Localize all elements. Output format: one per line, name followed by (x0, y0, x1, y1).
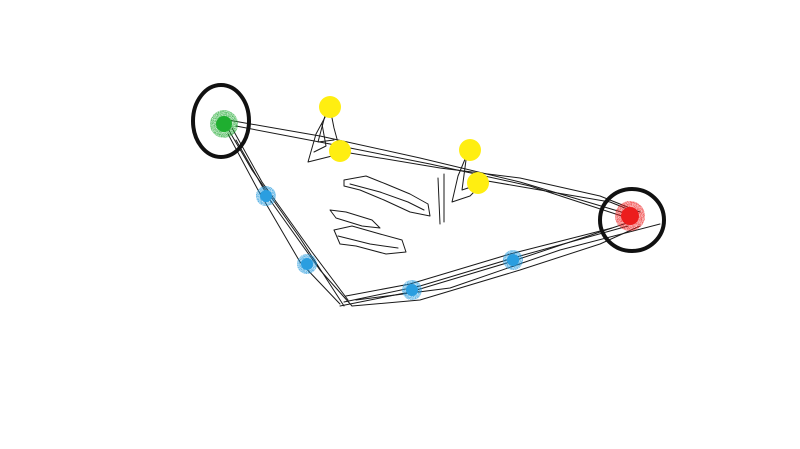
bottom-edge-stroke (351, 225, 641, 307)
yellow-waypoints (319, 96, 489, 194)
inner-scribble (329, 209, 381, 229)
top-edge-stroke (227, 119, 629, 215)
inner-scribble (437, 177, 441, 225)
inner-scribble (349, 183, 425, 211)
inner-scribble (337, 235, 399, 249)
blue-waypoint (507, 254, 519, 266)
left-edge-stroke (235, 139, 353, 307)
bottom-edge-stroke (343, 225, 629, 303)
top-edge-stroke (331, 149, 641, 213)
inner-scribble (313, 123, 327, 153)
left-edge-stroke (231, 127, 349, 301)
yellow-waypoint (459, 139, 481, 161)
blue-waypoint (260, 190, 272, 202)
start-marker (191, 83, 251, 159)
yellow-waypoint (329, 140, 351, 162)
triangle-outline (223, 107, 661, 307)
inner-scribble (333, 225, 407, 255)
inner-scribble (317, 111, 335, 143)
red-spray-core (621, 207, 639, 225)
blue-waypoint (406, 284, 418, 296)
yellow-waypoint (467, 172, 489, 194)
blue-waypoints (256, 186, 523, 300)
end-ring (598, 187, 666, 253)
green-spray-core (216, 116, 232, 132)
bottom-edge-stroke (345, 227, 613, 297)
yellow-waypoint (319, 96, 341, 118)
blue-waypoint (301, 258, 313, 270)
left-edge-stroke (227, 133, 341, 305)
start-ring (191, 83, 251, 159)
top-edge-stroke (235, 125, 635, 221)
inner-scribble (343, 175, 431, 217)
end-marker (598, 187, 666, 253)
